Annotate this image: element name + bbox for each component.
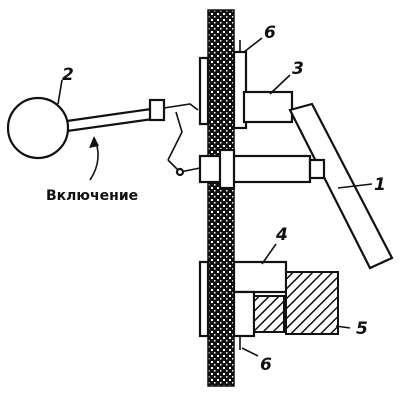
float-2 xyxy=(6,96,70,160)
label-4: 4 xyxy=(275,225,288,245)
upper-bracket xyxy=(198,40,248,130)
lever-1 xyxy=(288,102,394,270)
arrow-head xyxy=(89,136,99,148)
label-2: 2 xyxy=(62,65,74,85)
float-linkage xyxy=(59,98,201,177)
coil-5 xyxy=(285,271,339,335)
mounting-wall xyxy=(207,9,235,387)
label-6-top: 6 xyxy=(264,23,276,43)
label-6-bottom: 6 xyxy=(260,355,272,375)
block-3 xyxy=(242,90,294,124)
leader-lines xyxy=(57,37,373,357)
label-1: 1 xyxy=(374,175,386,195)
label-3: 3 xyxy=(292,59,304,79)
label-5: 5 xyxy=(356,319,368,339)
lower-assembly xyxy=(198,260,339,350)
caption-switch-on: Включение xyxy=(46,188,138,204)
central-shaft xyxy=(198,148,326,190)
